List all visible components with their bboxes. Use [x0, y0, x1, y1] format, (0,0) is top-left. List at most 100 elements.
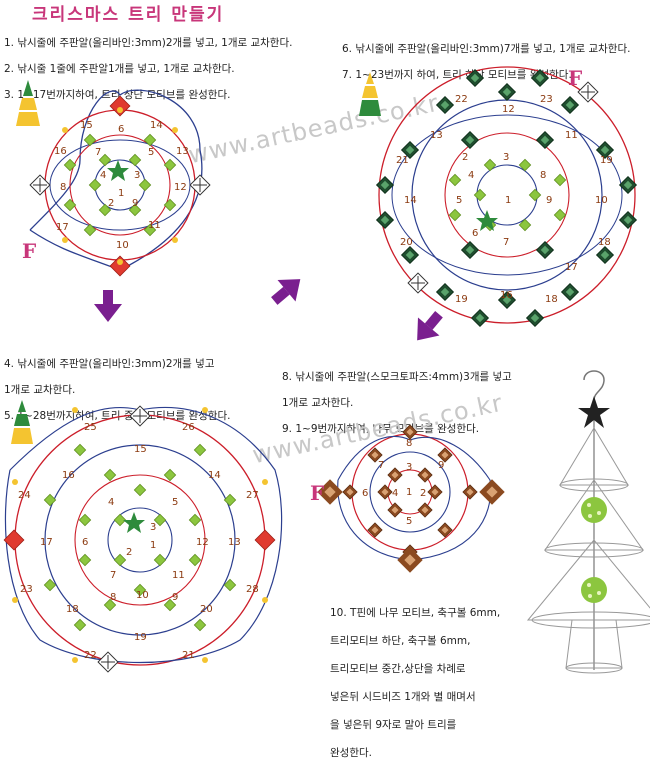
diagram-number: 11	[148, 220, 161, 231]
diagram-number: 14	[208, 470, 221, 481]
star-icon	[123, 512, 145, 533]
diagram-number: 10	[595, 195, 608, 206]
diagram-number: 22	[455, 94, 468, 105]
diagram-number: 16	[62, 470, 75, 481]
step-line: 을 넣은뒤 9자로 말아 트리를	[330, 719, 457, 731]
diagram-number: 9	[438, 460, 444, 471]
diagram-number: 15	[134, 444, 147, 455]
diagram-number: 21	[396, 155, 409, 166]
diagram-number: 20	[400, 237, 413, 248]
step-line: 완성한다.	[330, 747, 372, 759]
f-label: F	[22, 239, 36, 263]
diagram-number: 26	[182, 422, 195, 433]
f-label: F	[310, 481, 324, 505]
diagram-number: 5	[456, 195, 462, 206]
clear-bead	[189, 174, 211, 196]
diagram-number: 4	[392, 488, 398, 499]
diagram-number: 19	[134, 632, 147, 643]
cone-icon	[359, 72, 381, 116]
diagram-number: 13	[228, 537, 241, 548]
step-line: 1. 낚시줄에 주판알(올리바인:3mm)2개를 넣고, 1개로 교차한다.	[4, 37, 293, 49]
diagram-number: 27	[246, 490, 259, 501]
diagram-number: 17	[40, 537, 53, 548]
diagram-number: 12	[502, 104, 515, 115]
diagram-number: 7	[95, 147, 101, 158]
diagram-number: 1	[118, 188, 124, 199]
f-label: F	[568, 66, 582, 90]
diagram-number: 20	[200, 604, 213, 615]
star-icon	[107, 160, 129, 181]
arrow-up-right-icon	[271, 279, 301, 305]
diagram-number: 10	[116, 240, 129, 251]
diagram-number: 5	[406, 516, 412, 527]
diagram-number: 4	[100, 170, 106, 181]
diagram-number: 2	[108, 198, 114, 209]
diagram-number: 15	[80, 120, 93, 131]
diagram-number: 16	[500, 290, 513, 301]
diagram-number: 18	[66, 604, 79, 615]
step-line: 4. 낚시줄에 주판알(올리바인:3mm)2개를 넣고	[4, 358, 215, 370]
diagram-number: 3	[406, 462, 412, 473]
diagram-number: 6	[362, 488, 368, 499]
step-line: 3. 1~17번까지하여, 트리 상단 모티브를 완성한다.	[4, 89, 231, 101]
clear-bead	[97, 651, 119, 673]
diagram-number: 11	[565, 130, 578, 141]
diagram-number: 8	[540, 170, 546, 181]
diagram-number: 13	[176, 146, 189, 157]
clear-bead	[407, 272, 429, 294]
diagram-canvas: 6 14 15 7 5 13 16 4 8 3 12 1 2 9 11 17 1…	[3, 66, 650, 674]
clear-bead	[29, 174, 51, 196]
diagram-number: 6	[118, 124, 124, 135]
page-title: 크리스마스 트리 만들기	[32, 5, 225, 25]
diagram-number: 1	[406, 487, 412, 498]
arrow-down-icon	[94, 290, 122, 322]
ball-bead	[581, 577, 607, 603]
diagram-number: 16	[54, 146, 67, 157]
step-line: 6. 낚시줄에 주판알(올리바인:3mm)7개를 넣고, 1개로 교차한다.	[342, 43, 631, 55]
ball-bead	[581, 497, 607, 523]
diagram-middle-motif: 25 26 15 16 14 24 27 4 5 17 13 3 2 1 12 …	[3, 405, 283, 673]
diagram-number: 17	[565, 262, 578, 273]
diagram-number: 23	[540, 94, 553, 105]
diagram-number: 9	[172, 592, 178, 603]
diagram-number: 17	[56, 222, 69, 233]
step-line: 1개로 교차한다.	[282, 397, 354, 409]
diagram-bottom-motif: 22 12 23 13 11 2 3 21 19 4 8 14 5 10 9 1…	[376, 66, 637, 327]
diagram-number: 3	[150, 522, 156, 533]
diagram-number: 6	[82, 537, 88, 548]
diagram-number: 13	[430, 130, 443, 141]
diagram-number: 2	[462, 152, 468, 163]
diagram-number: 7	[110, 570, 116, 581]
diagram-number: 3	[503, 152, 509, 163]
diagram-number: 9	[546, 195, 552, 206]
arrow-down-left-icon	[417, 311, 443, 341]
diagram-number: 8	[110, 592, 116, 603]
diagram-number: 22	[84, 650, 97, 661]
diagram-number: 25	[84, 422, 97, 433]
diagram-number: 19	[600, 155, 613, 166]
diagram-number: 14	[404, 195, 417, 206]
diagram-number: 1	[505, 195, 511, 206]
diagram-number: 24	[18, 490, 31, 501]
diagram-number: 7	[378, 460, 384, 471]
step-line: 넣은뒤 시드비즈 1개와 별 매며서	[330, 691, 476, 703]
diagram-number: 3	[134, 170, 140, 181]
diagram-number: 9	[132, 198, 138, 209]
diagram-number: 2	[126, 547, 132, 558]
step-line: 2. 낚시줄 1줄에 주판알1개를 넣고, 1개로 교차한다.	[4, 63, 235, 75]
diagram-number: 12	[196, 537, 209, 548]
diagram-number: 21	[182, 650, 195, 661]
star-icon	[476, 210, 498, 231]
diagram-number: 19	[455, 294, 468, 305]
diagram-number: 12	[174, 182, 187, 193]
red-bead	[254, 529, 276, 551]
step-line: 트리모티브 하단, 축구볼 6mm,	[330, 635, 471, 647]
step-line: 10. T핀에 나무 모티브, 축구볼 6mm,	[330, 607, 501, 619]
diagram-number: 10	[136, 590, 149, 601]
finished-tree-illustration	[526, 370, 650, 674]
diagram-number: 8	[60, 182, 66, 193]
diagram-tree-motif: 8 7 9 3 6 4 2 1 5 F	[310, 424, 505, 573]
diagram-number: 1	[150, 540, 156, 551]
diagram-number: 18	[545, 294, 558, 305]
cone-icon	[11, 400, 33, 444]
